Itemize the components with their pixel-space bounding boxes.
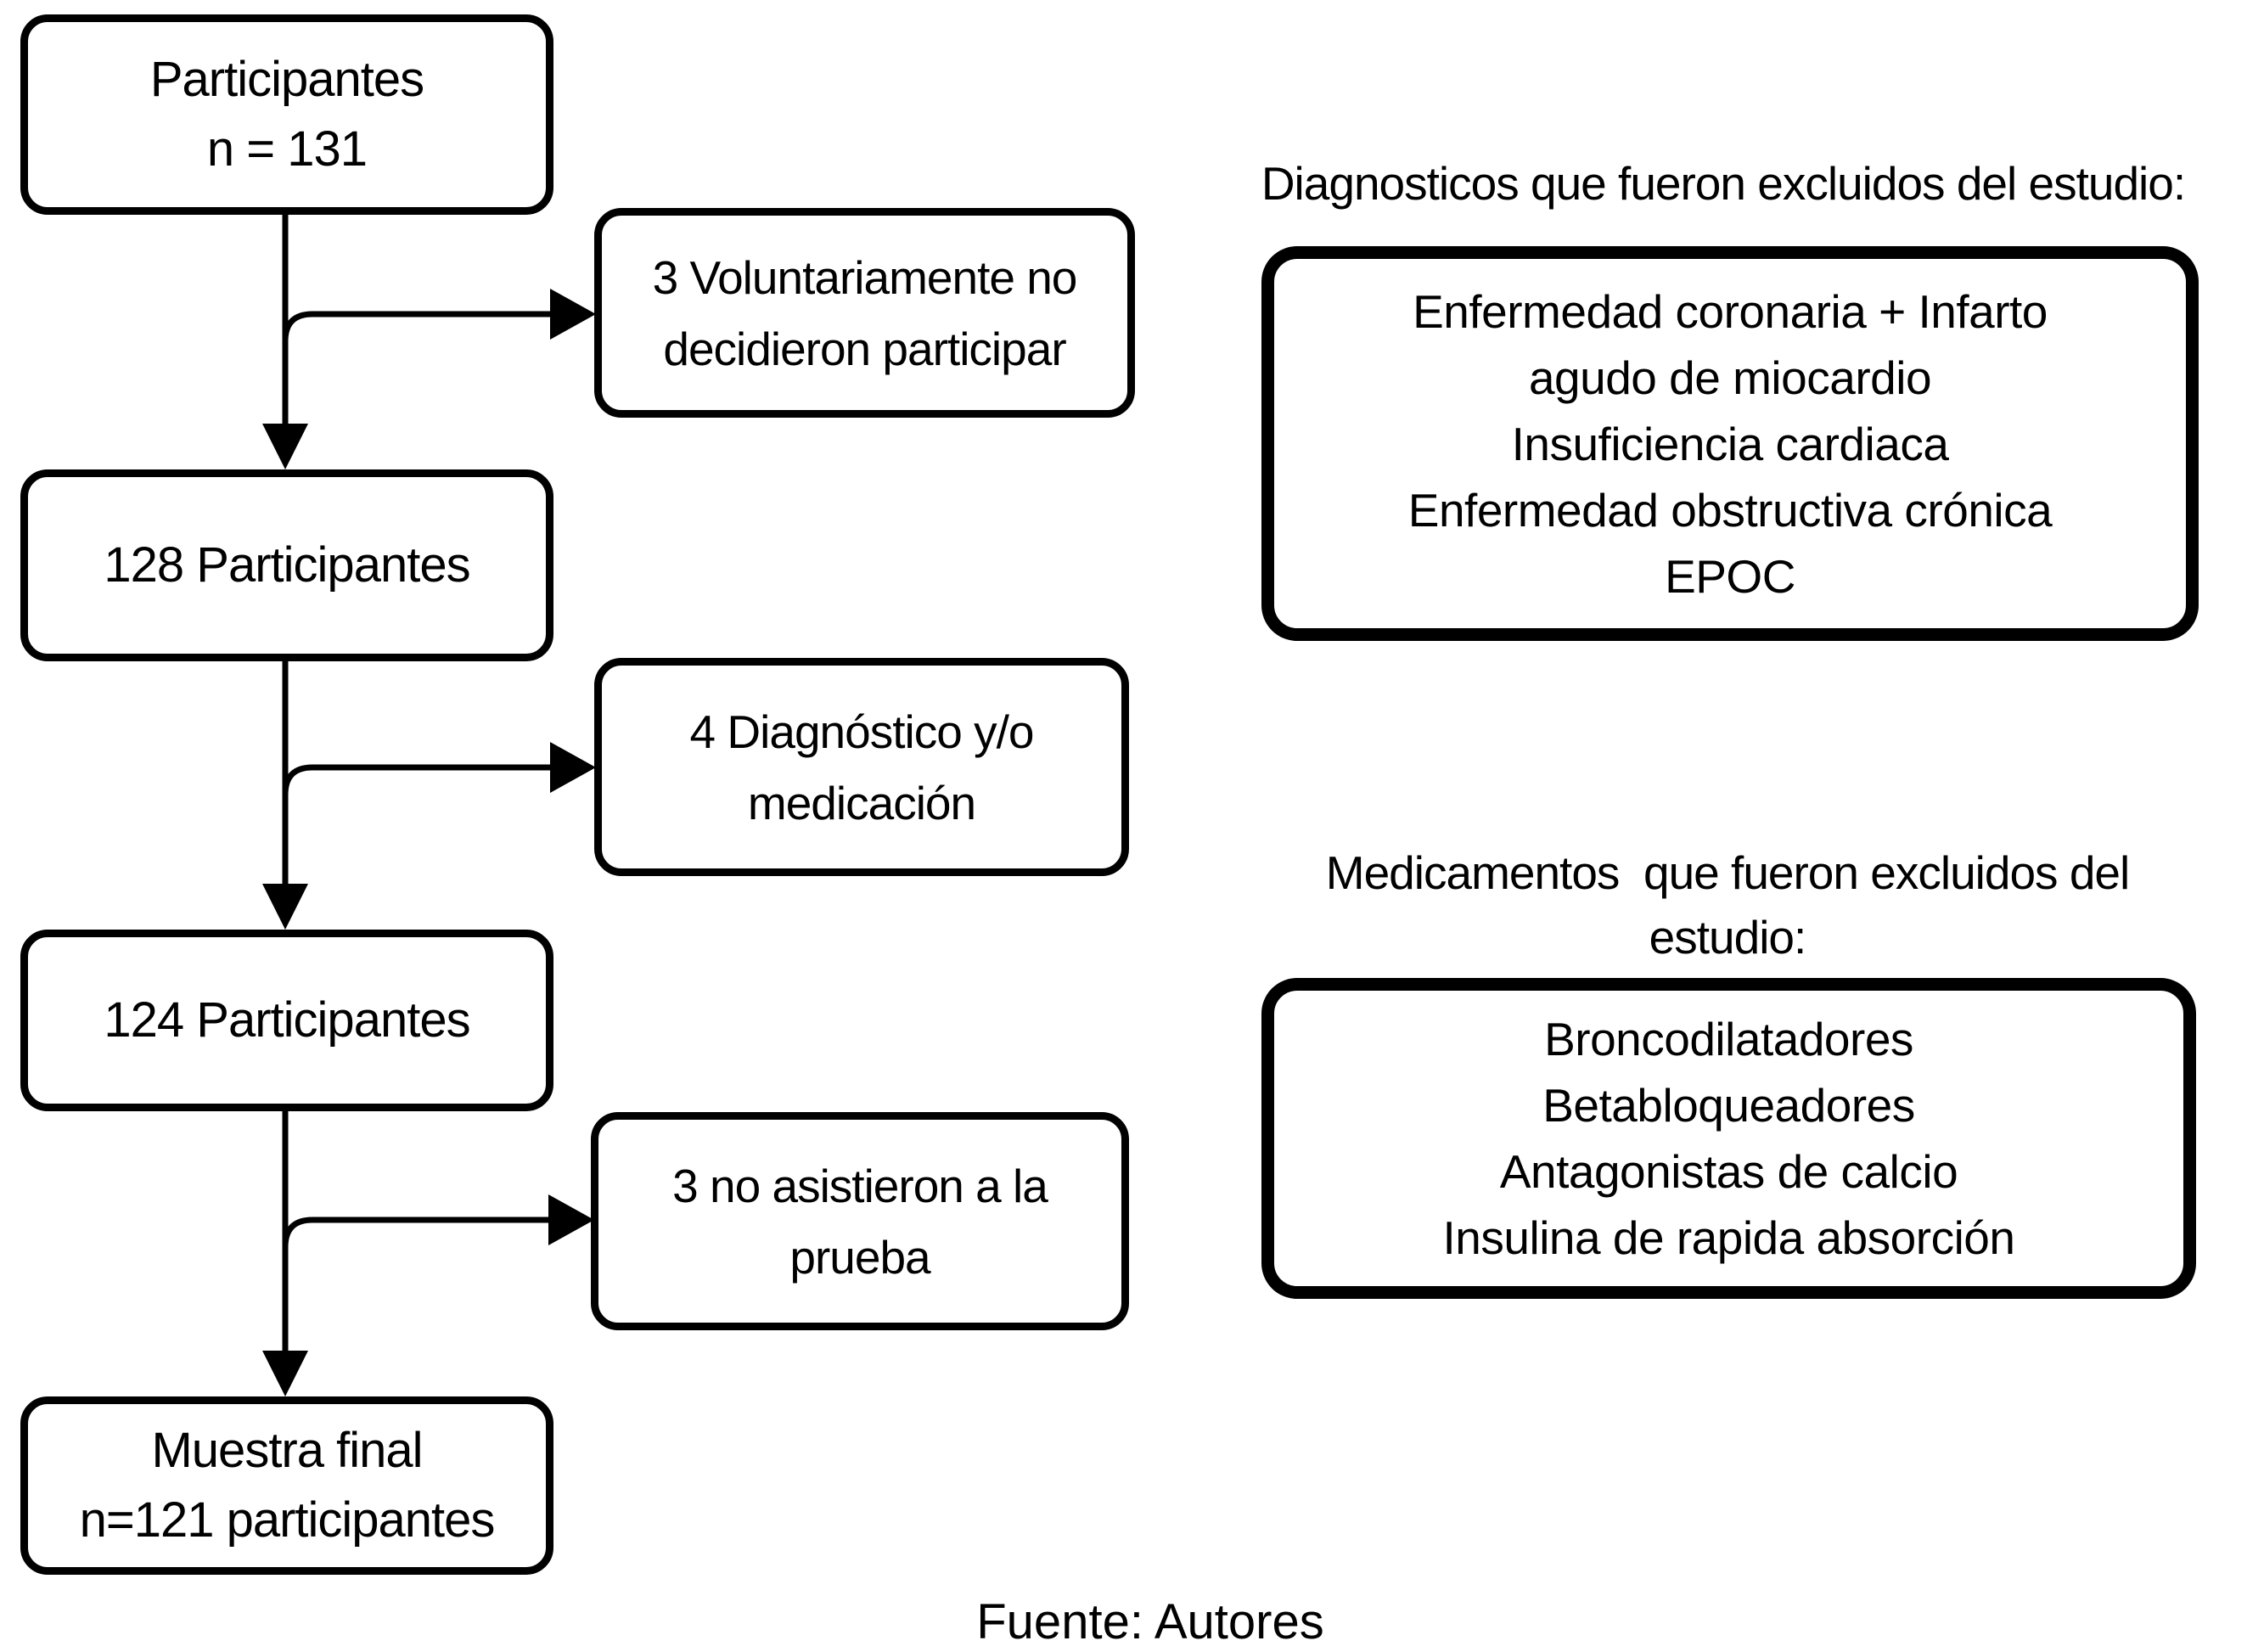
medications-item: Broncodilatadores [1544,1013,1913,1065]
arrow-right-icon-1 [550,289,596,340]
branch-box-missed-test: 3 no asistieron a la prueba [591,1112,1129,1330]
medications-heading-line: estudio: [1649,911,1807,964]
branch-box-text: 3 Voluntariamente no [652,250,1078,304]
flow-step-box-participantes-131: Participantes n = 131 [20,14,553,215]
medications-item: Insulina de rapida absorción [1442,1211,2015,1264]
arrow-down-icon-1 [262,424,308,469]
branch-box-diagnosis-medication: 4 Diagnóstico y/o medicación [594,658,1129,876]
diagnostics-item: EPOC [1665,549,1795,603]
flow-step-text: Muestra final [151,1423,423,1478]
flow-step-text: n = 131 [206,121,368,177]
flow-step-text: 124 Participantes [104,992,470,1048]
arrow-down-icon-3 [262,1351,308,1396]
diagnostics-item: agudo de miocardio [1528,351,1932,404]
branch-box-text: prueba [789,1230,930,1284]
branch-box-text: decidieron participar [663,322,1066,375]
flow-step-text: 128 Participantes [104,537,470,593]
branch-line-2 [282,764,552,795]
branch-line-3 [282,1217,550,1248]
branch-box-text: 3 no asistieron a la [672,1159,1048,1212]
arrow-right-icon-3 [548,1194,594,1245]
source-caption: Fuente: Autores [976,1594,1324,1649]
diagnostics-heading: Diagnosticos que fueron excluidos del es… [1261,157,2186,210]
branch-box-voluntary-dropout: 3 Voluntariamente no decidieron particip… [594,208,1135,418]
medications-box: Broncodilatadores Betabloqueadores Antag… [1261,978,2196,1299]
flow-step-box-124-participantes: 124 Participantes [20,930,553,1111]
arrow-down-icon-2 [262,884,308,930]
flow-step-box-128-participantes: 128 Participantes [20,469,553,661]
flow-step-text: n=121 participantes [79,1492,496,1548]
flow-step-box-muestra-final: Muestra final n=121 participantes [20,1396,553,1575]
medications-item: Antagonistas de calcio [1499,1145,1958,1198]
medications-item: Betabloqueadores [1542,1079,1915,1132]
diagnostics-item: Enfermedad coronaria + Infarto [1413,284,2048,338]
branch-box-text: 4 Diagnóstico y/o [689,705,1035,758]
diagnostics-item: Enfermedad obstructiva crónica [1407,483,2053,537]
medications-heading: Medicamentos que fueron excluidos del es… [1205,840,2250,969]
diagnostics-box: Enfermedad coronaria + Infarto agudo de … [1261,246,2199,641]
medications-heading-line: Medicamentos que fueron excluidos del [1325,846,2130,899]
arrow-right-icon-2 [550,742,596,793]
diagnostics-item: Insuficiencia cardiaca [1511,417,1949,470]
flow-step-text: Participantes [149,52,424,107]
branch-line-1 [282,311,552,342]
branch-box-text: medicación [747,776,976,829]
